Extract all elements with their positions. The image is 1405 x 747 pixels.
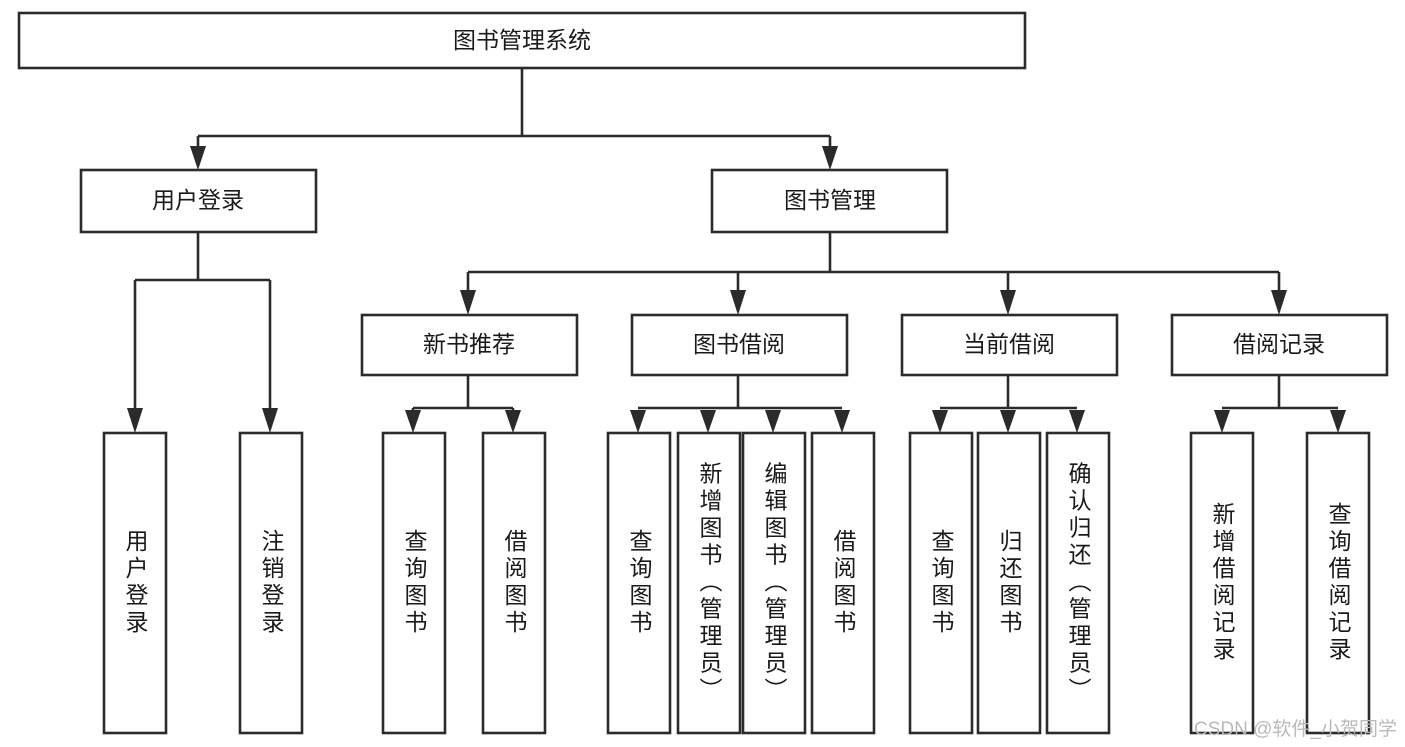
- arrow-head-leaf-edit-book: [765, 410, 781, 433]
- arrow-head-leaf-confirm-return: [1069, 410, 1085, 433]
- node-label-leaf-query-borrow-record: 查询借阅记录: [1325, 502, 1352, 664]
- arrow-head-leaf-return-book: [1000, 410, 1016, 433]
- node-label-leaf-add-borrow-record: 新增借阅记录: [1209, 502, 1236, 664]
- node-box-user-login[interactable]: [79, 168, 318, 234]
- node-box-leaf-query-book-newbook[interactable]: [381, 431, 447, 735]
- node-label-leaf-query-book-current: 查询图书: [928, 529, 955, 637]
- arrow-head-leaf-query-book-2: [630, 410, 646, 433]
- node-label-leaf-user-login: 用户登录: [122, 529, 149, 637]
- node-label-leaf-add-book-admin: 新增图书（管理员）: [696, 462, 723, 705]
- node-label-leaf-logout: 注销登录: [258, 529, 285, 637]
- node-label-leaf-return-book: 归还图书: [996, 529, 1023, 637]
- node-label-new-book-recommend: 新书推荐: [423, 331, 515, 357]
- node-leaf-edit-book-admin[interactable]: 编辑图书（管理员）: [741, 431, 807, 735]
- node-box-new-book-recommend[interactable]: [360, 313, 579, 377]
- arrow-head-leaf-borrow-book-2: [834, 410, 850, 433]
- node-label-leaf-query-book-borrow: 查询图书: [626, 529, 653, 637]
- node-leaf-query-borrow-record[interactable]: 查询借阅记录: [1305, 431, 1371, 735]
- arrow-head-new-book-rec: [460, 290, 476, 315]
- arrow-head-leaf-query-record: [1330, 410, 1346, 433]
- node-current-borrow[interactable]: 当前借阅: [900, 313, 1119, 377]
- arrow-head-leaf-query-book-1: [405, 410, 421, 433]
- node-label-borrow-record: 借阅记录: [1233, 331, 1325, 357]
- node-box-leaf-user-login[interactable]: [102, 431, 168, 735]
- node-box-root[interactable]: [17, 11, 1027, 70]
- arrow-head-leaf-query-book-3: [932, 410, 948, 433]
- node-book-borrow[interactable]: 图书借阅: [630, 313, 849, 377]
- node-label-root: 图书管理系统: [453, 27, 591, 53]
- node-leaf-query-book-newbook[interactable]: 查询图书: [381, 431, 447, 735]
- node-leaf-query-book-borrow[interactable]: 查询图书: [606, 431, 672, 735]
- arrow-head-leaf-logout: [262, 408, 278, 433]
- node-box-book-borrow[interactable]: [630, 313, 849, 377]
- node-label-user-login: 用户登录: [152, 187, 244, 213]
- node-box-leaf-query-book-borrow[interactable]: [606, 431, 672, 735]
- node-label-current-borrow: 当前借阅: [963, 331, 1055, 357]
- node-leaf-borrow-book-newbook[interactable]: 借阅图书: [481, 431, 547, 735]
- node-box-book-management[interactable]: [710, 168, 949, 234]
- node-label-leaf-borrow-book-newbook: 借阅图书: [501, 529, 528, 637]
- node-borrow-record[interactable]: 借阅记录: [1170, 313, 1389, 377]
- node-box-leaf-confirm-return-admin[interactable]: [1045, 431, 1111, 735]
- node-leaf-query-book-current[interactable]: 查询图书: [908, 431, 974, 735]
- node-box-leaf-borrow-book-borrow[interactable]: [810, 431, 876, 735]
- node-box-leaf-add-borrow-record[interactable]: [1189, 431, 1255, 735]
- arrow-head-user-login: [190, 146, 206, 170]
- node-box-borrow-record[interactable]: [1170, 313, 1389, 377]
- node-leaf-borrow-book-borrow[interactable]: 借阅图书: [810, 431, 876, 735]
- node-label-leaf-query-book-newbook: 查询图书: [401, 529, 428, 637]
- node-leaf-return-book[interactable]: 归还图书: [976, 431, 1042, 735]
- node-box-leaf-query-borrow-record[interactable]: [1305, 431, 1371, 735]
- arrow-head-book-mgmt: [822, 146, 838, 170]
- arrow-head-borrow-record: [1271, 290, 1287, 315]
- arrow-head-book-borrow: [730, 290, 746, 315]
- node-box-leaf-query-book-current[interactable]: [908, 431, 974, 735]
- node-box-current-borrow[interactable]: [900, 313, 1119, 377]
- node-box-leaf-return-book[interactable]: [976, 431, 1042, 735]
- node-label-leaf-edit-book-admin: 编辑图书（管理员）: [761, 462, 788, 705]
- arrow-head-leaf-add-book: [700, 410, 716, 433]
- arrow-head-leaf-add-record: [1214, 410, 1230, 433]
- node-new-book-recommend[interactable]: 新书推荐: [360, 313, 579, 377]
- arrow-head-current-borrow: [1000, 290, 1016, 315]
- node-leaf-logout[interactable]: 注销登录: [238, 431, 304, 735]
- arrow-head-leaf-user-login: [127, 408, 143, 433]
- arrow-head-leaf-borrow-book-1: [505, 410, 521, 433]
- node-root-book-management-system[interactable]: 图书管理系统: [17, 11, 1027, 70]
- node-box-leaf-logout[interactable]: [238, 431, 304, 735]
- node-label-leaf-borrow-book-borrow: 借阅图书: [830, 529, 857, 637]
- node-leaf-add-borrow-record[interactable]: 新增借阅记录: [1189, 431, 1255, 735]
- node-leaf-confirm-return-admin[interactable]: 确认归还（管理员）: [1045, 431, 1111, 735]
- node-book-management[interactable]: 图书管理: [710, 168, 949, 234]
- node-label-book-borrow: 图书借阅: [693, 331, 785, 357]
- node-leaf-user-login[interactable]: 用户登录: [102, 431, 168, 735]
- node-box-leaf-borrow-book-newbook[interactable]: [481, 431, 547, 735]
- connector-layer: [127, 68, 1346, 433]
- node-box-leaf-edit-book-admin[interactable]: [741, 431, 807, 735]
- node-label-book-management: 图书管理: [784, 187, 876, 213]
- node-user-login[interactable]: 用户登录: [79, 168, 318, 234]
- node-leaf-add-book-admin[interactable]: 新增图书（管理员）: [676, 431, 742, 735]
- node-box-leaf-add-book-admin[interactable]: [676, 431, 742, 735]
- node-label-leaf-confirm-return-admin: 确认归还（管理员）: [1065, 462, 1092, 705]
